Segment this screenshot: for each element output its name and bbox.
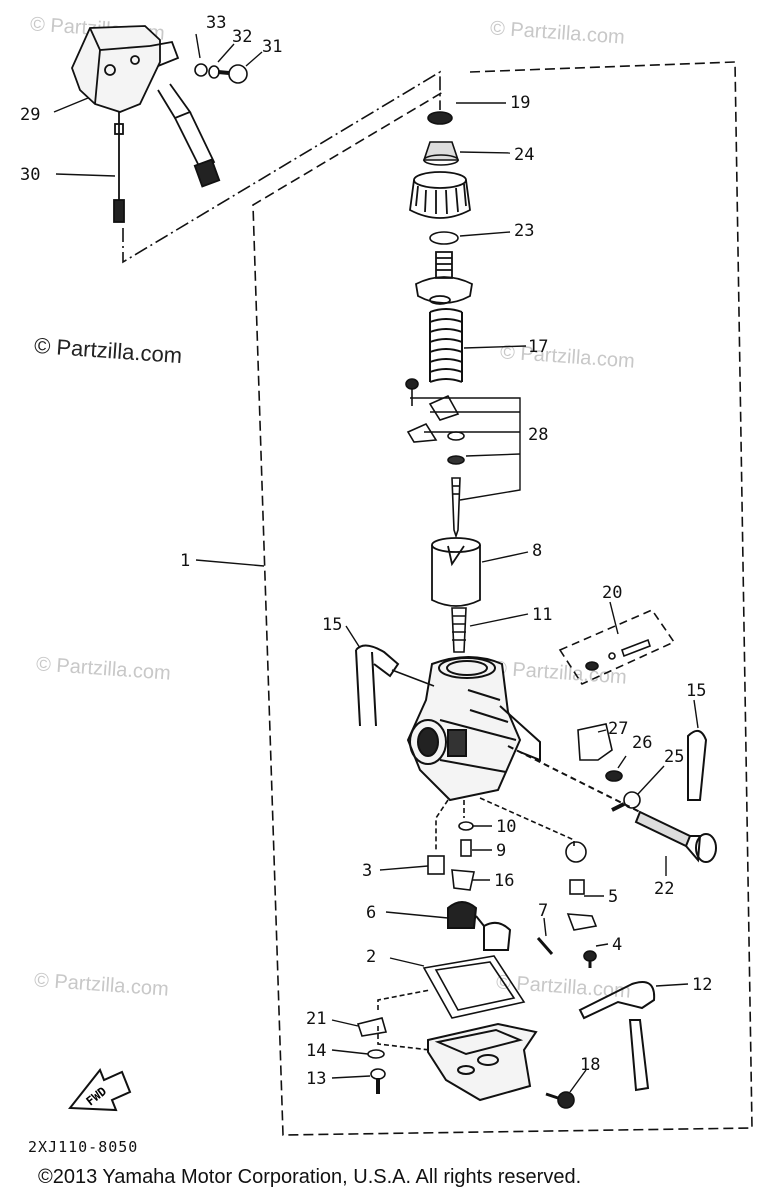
- part-washer-14: [367, 1049, 385, 1059]
- label-16: 16: [494, 871, 514, 891]
- label-2: 2: [366, 947, 376, 967]
- part-float-bowl: [427, 1022, 538, 1102]
- part-plate-21: [356, 1017, 388, 1037]
- label-8: 8: [532, 541, 542, 561]
- label-9: 9: [496, 841, 506, 861]
- part-main-jet-3: [427, 855, 445, 875]
- part-washer-10: [458, 821, 474, 831]
- label-25: 25: [664, 747, 684, 767]
- label-30: 30: [20, 165, 40, 185]
- label-14: 14: [306, 1041, 326, 1061]
- part-washer-33: [194, 63, 208, 77]
- label-12: 12: [692, 975, 712, 995]
- part-hose-15-left: [355, 644, 400, 727]
- label-28: 28: [528, 425, 548, 445]
- part-throttle-slide-8: [431, 537, 481, 607]
- part-cap-19: [427, 111, 453, 125]
- part-washer-32: [208, 65, 220, 79]
- label-32: 32: [232, 27, 252, 47]
- part-drain-hose-12: [578, 981, 656, 1092]
- copyright-notice: ©2013 Yamaha Motor Corporation, U.S.A. A…: [38, 1166, 582, 1188]
- part-hose-15-right: [687, 729, 708, 801]
- label-13: 13: [306, 1069, 326, 1089]
- part-pilot-screw-22: [507, 745, 717, 863]
- label-7: 7: [538, 901, 548, 921]
- label-3: 3: [362, 861, 372, 881]
- fwd-label: FWD: [83, 1084, 109, 1108]
- part-float-6: [447, 901, 512, 951]
- label-27: 27: [608, 719, 628, 739]
- fwd-arrow-icon: [68, 1068, 132, 1112]
- label-22: 22: [654, 879, 674, 899]
- part-needle-set-28: [405, 378, 465, 539]
- label-11: 11: [532, 605, 552, 625]
- label-15-right: 15: [686, 681, 706, 701]
- label-31: 31: [262, 37, 282, 57]
- part-group-20: [585, 638, 652, 671]
- diagram-code: 2XJ110-8050: [28, 1138, 139, 1156]
- part-jet-9: [460, 839, 472, 857]
- part-throttle-housing: [71, 25, 221, 188]
- part-top-cap: [409, 171, 471, 219]
- part-screw-13: [370, 1068, 386, 1094]
- part-throttle-cable: [113, 112, 125, 223]
- label-26: 26: [632, 733, 652, 753]
- part-group-20-boundary: [558, 609, 676, 686]
- part-float-pin-7: [536, 937, 554, 955]
- part-gasket-2: [422, 955, 526, 1019]
- label-29: 29: [20, 105, 40, 125]
- label-18: 18: [580, 1055, 600, 1075]
- label-23: 23: [514, 221, 534, 241]
- part-nut-24: [422, 141, 460, 166]
- part-screw-4: [583, 950, 597, 968]
- part-holder-16: [451, 869, 475, 891]
- assembly-boundary: [252, 61, 753, 1136]
- label-15-left: 15: [322, 615, 342, 635]
- label-17: 17: [528, 337, 548, 357]
- label-20: 20: [602, 583, 622, 603]
- part-screw-25: [611, 791, 641, 812]
- label-33: 33: [206, 13, 226, 33]
- part-spring-17: [429, 308, 463, 383]
- part-needle-jet-11: [451, 607, 467, 653]
- label-5: 5: [608, 887, 618, 907]
- label-10: 10: [496, 817, 516, 837]
- part-labels: 33 32 31 29 30 19 24 23 17 28 1 8 20 11 …: [20, 13, 712, 1089]
- part-needle-valve-5: [565, 841, 598, 931]
- label-24: 24: [514, 145, 534, 165]
- part-washer-26: [605, 770, 623, 782]
- label-21: 21: [306, 1009, 326, 1029]
- leader-lines: [53, 33, 699, 1093]
- label-4: 4: [612, 935, 622, 955]
- part-screw-31: [217, 64, 248, 84]
- part-cap-body: [415, 251, 473, 305]
- label-1: 1: [180, 551, 190, 571]
- part-screw-18: [545, 1091, 575, 1109]
- part-bracket-27: [577, 723, 613, 761]
- part-carburetor-body: [406, 656, 541, 802]
- part-o-ring-23: [429, 231, 459, 245]
- label-19: 19: [510, 93, 530, 113]
- label-6: 6: [366, 903, 376, 923]
- cable-link-line: [122, 70, 441, 264]
